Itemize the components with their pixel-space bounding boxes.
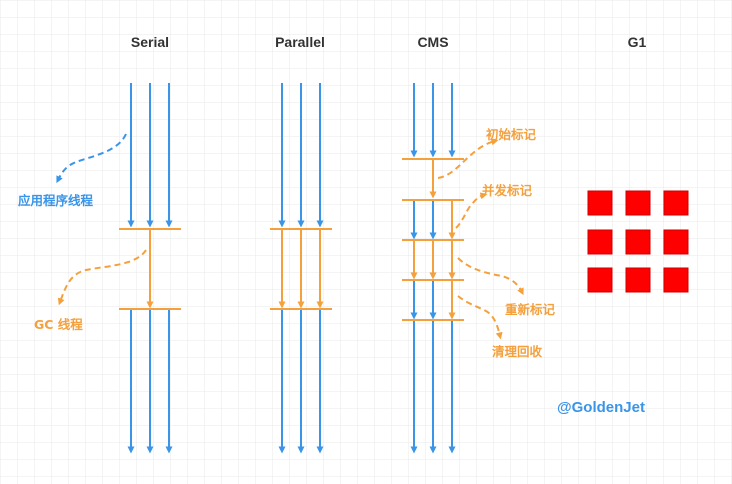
- sweep-callout-arrow: [457, 295, 503, 340]
- g1-region: [625, 267, 651, 293]
- watermark: @GoldenJet: [557, 399, 645, 416]
- g1-region: [625, 190, 651, 216]
- cms-column: [402, 83, 464, 454]
- remark-callout-arrow: [457, 257, 524, 296]
- app-thread-label: 应用程序线程: [18, 193, 94, 208]
- initial-mark-label: 初始标记: [486, 127, 537, 142]
- header-serial: Serial: [131, 34, 169, 50]
- g1-region: [587, 190, 613, 216]
- serial-column: [119, 83, 181, 454]
- g1-region: [663, 190, 689, 216]
- gc-thread-callout-arrow: [57, 249, 147, 306]
- header-cms: CMS: [417, 34, 448, 50]
- concurrent-mark-callout-arrow: [455, 192, 488, 229]
- gc-thread-label: GC 线程: [34, 317, 83, 332]
- g1-region: [663, 267, 689, 293]
- g1-region: [663, 229, 689, 255]
- parallel-column: [270, 83, 332, 454]
- g1-region: [587, 229, 613, 255]
- remark-label: 重新标记: [505, 302, 556, 317]
- header-g1: G1: [628, 34, 647, 50]
- g1-region: [587, 267, 613, 293]
- g1-region-grid: [587, 190, 689, 293]
- concurrent-sweep-label: 清理回收: [492, 344, 543, 359]
- concurrent-mark-label: 并发标记: [482, 183, 533, 198]
- g1-region: [625, 229, 651, 255]
- initial-mark-callout-arrow: [437, 138, 499, 179]
- header-parallel: Parallel: [275, 34, 325, 50]
